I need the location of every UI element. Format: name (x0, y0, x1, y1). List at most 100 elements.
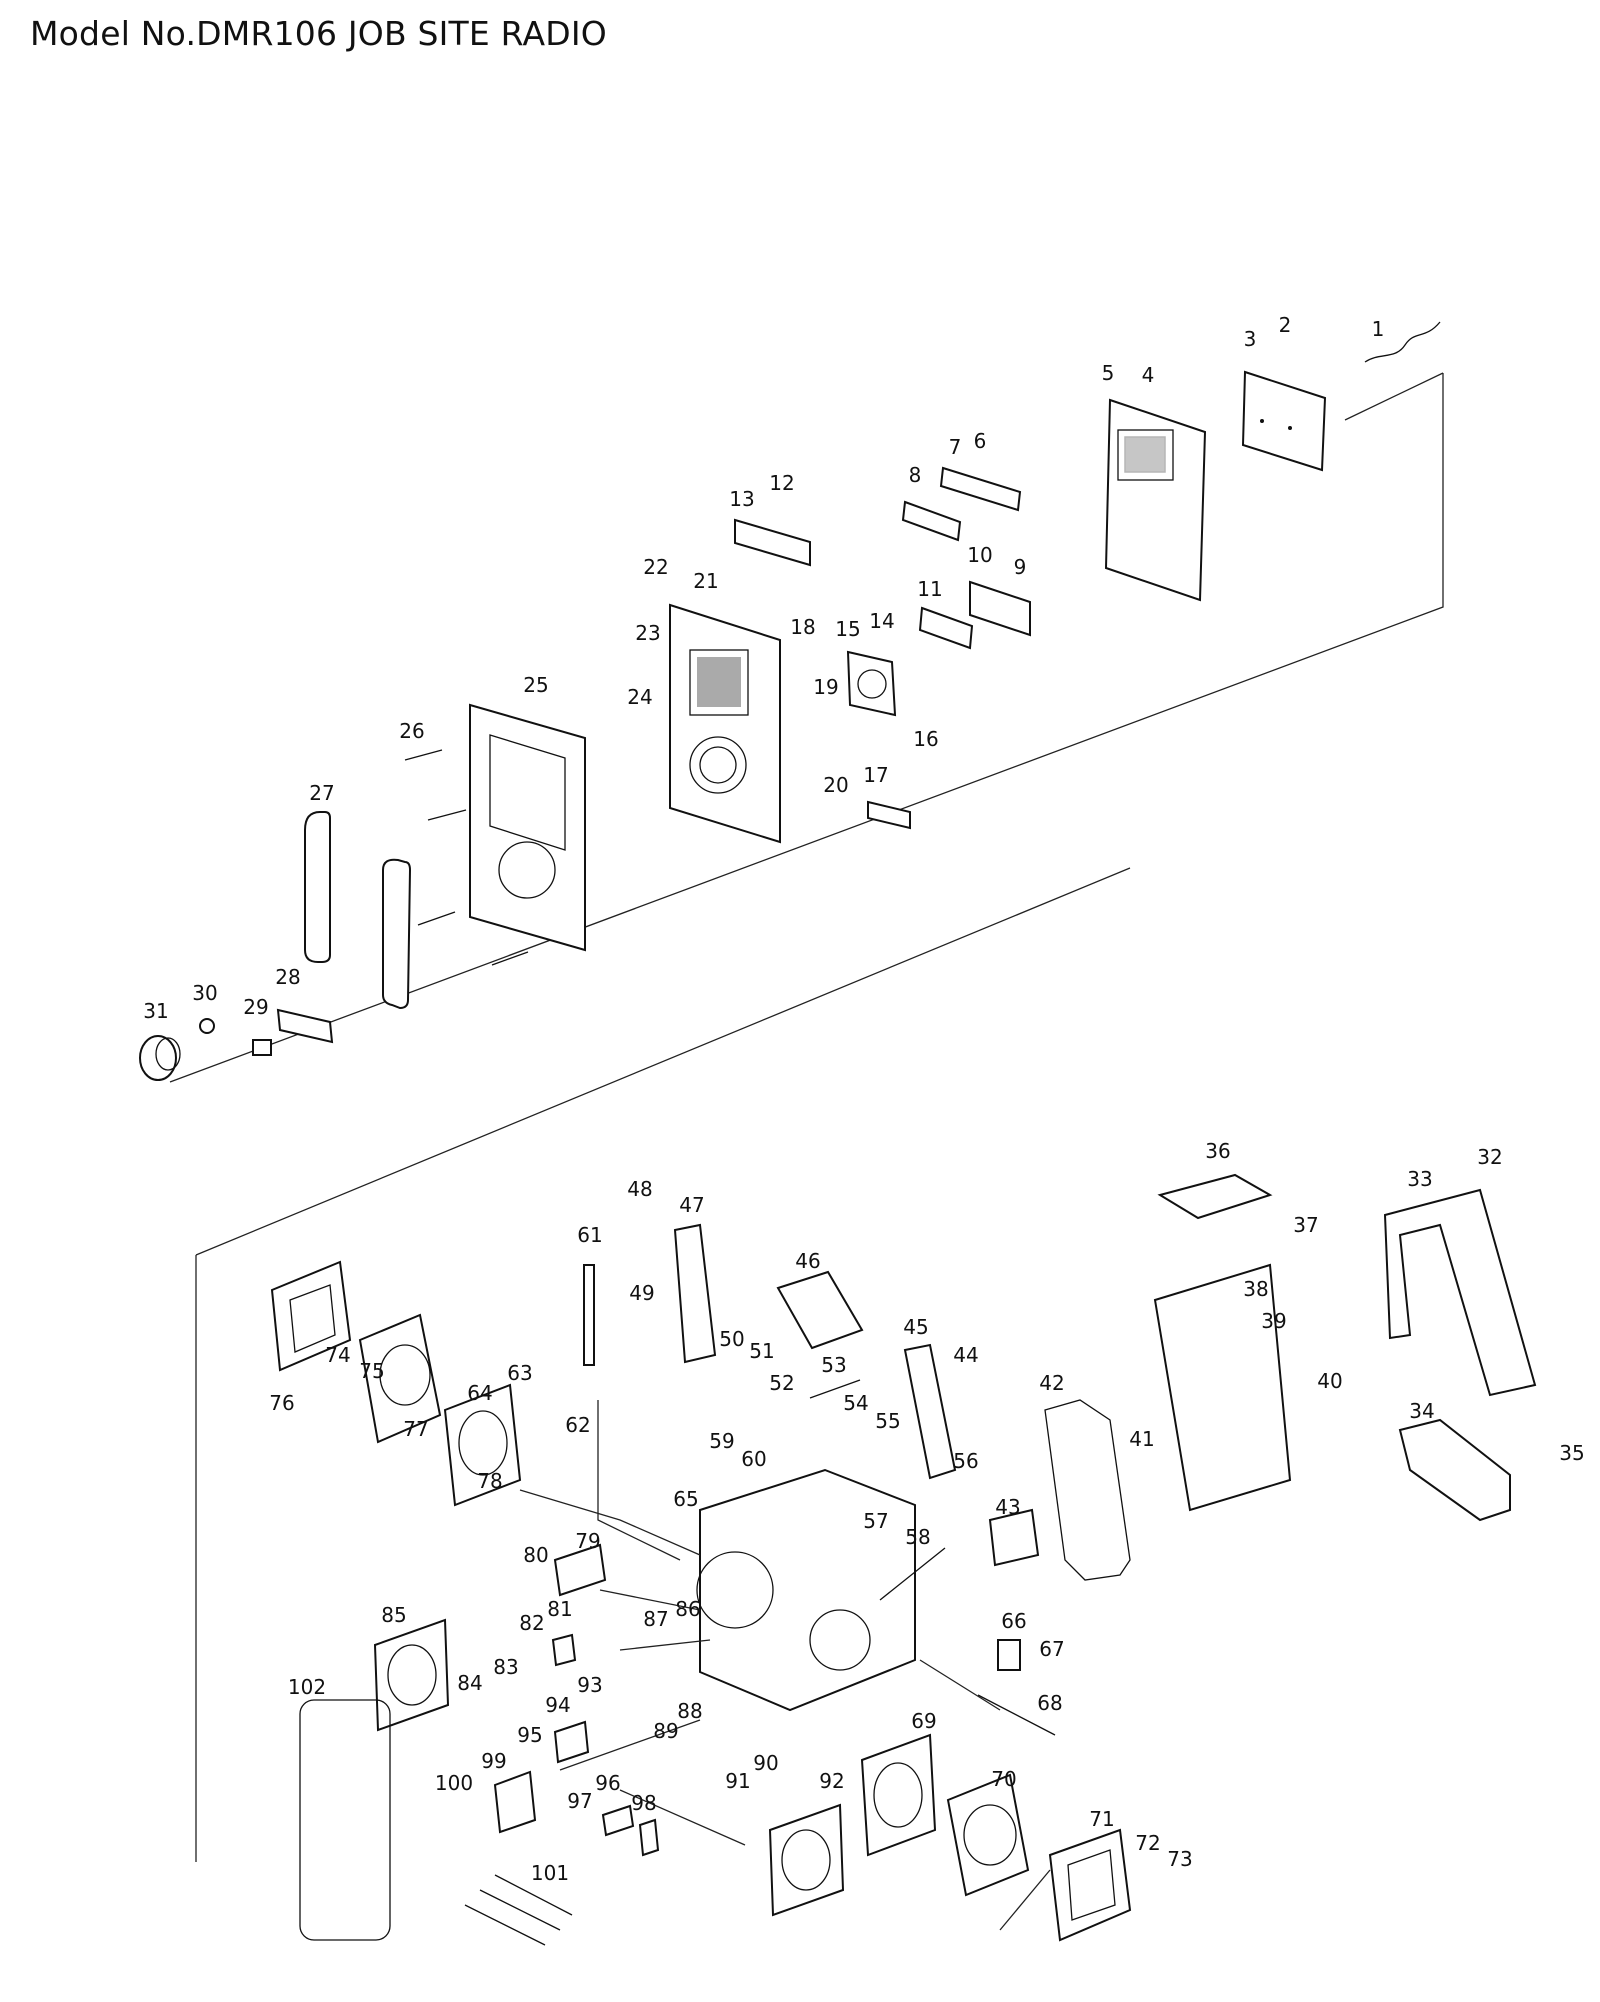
part-label-21: 21 (693, 569, 718, 593)
part-label-72: 72 (1135, 1831, 1160, 1855)
o-ring (199, 1018, 215, 1034)
speaker-frame-left (270, 1260, 352, 1372)
part-label-86: 86 (675, 1597, 700, 1621)
speaker-grille-right (768, 1803, 845, 1917)
main-pcb (1104, 398, 1207, 602)
part-label-10: 10 (967, 543, 992, 567)
part-label-26: 26 (399, 719, 424, 743)
rear-handle-lower (1398, 1418, 1511, 1522)
part-label-32: 32 (1477, 1145, 1502, 1169)
part-label-81: 81 (547, 1597, 572, 1621)
lower-assembly-frame (195, 867, 1131, 1862)
display-bracket (734, 518, 811, 567)
rear-housing (1153, 1263, 1292, 1512)
antenna-rod (583, 1264, 595, 1366)
part-label-4: 4 (1142, 363, 1155, 387)
terminal-block (997, 1639, 1021, 1671)
part-label-37: 37 (1293, 1213, 1318, 1237)
part-label-59: 59 (709, 1429, 734, 1453)
part-label-33: 33 (1407, 1167, 1432, 1191)
part-label-84: 84 (457, 1671, 482, 1695)
knob (139, 1035, 181, 1081)
grip-cylinder (776, 1270, 864, 1350)
part-label-11: 11 (917, 577, 942, 601)
part-label-66: 66 (1001, 1609, 1026, 1633)
part-label-51: 51 (749, 1339, 774, 1363)
part-label-7: 7 (949, 435, 962, 459)
part-label-96: 96 (595, 1771, 620, 1795)
part-label-36: 36 (1205, 1139, 1230, 1163)
part-label-77: 77 (403, 1417, 428, 1441)
part-label-18: 18 (790, 615, 815, 639)
cable-ties (464, 1874, 573, 1946)
part-label-95: 95 (517, 1723, 542, 1747)
latch (276, 1008, 334, 1044)
part-label-16: 16 (913, 727, 938, 751)
part-label-100: 100 (435, 1771, 473, 1795)
part-label-22: 22 (643, 555, 668, 579)
part-label-89: 89 (653, 1719, 678, 1743)
part-label-52: 52 (769, 1371, 794, 1395)
speaker-right (946, 1773, 1030, 1897)
part-label-2: 2 (1279, 313, 1292, 337)
front-bumper-frame (469, 703, 586, 952)
part-label-74: 74 (325, 1343, 350, 1367)
part-label-27: 27 (309, 781, 334, 805)
part-label-45: 45 (903, 1315, 928, 1339)
carry-handle-left (304, 811, 331, 963)
front-panel (669, 603, 781, 844)
part-label-91: 91 (725, 1769, 750, 1793)
part-label-90: 90 (753, 1751, 778, 1775)
part-label-30: 30 (192, 981, 217, 1005)
part-label-57: 57 (863, 1509, 888, 1533)
pcb-small (988, 1508, 1040, 1567)
part-label-101: 101 (531, 1861, 569, 1885)
speaker-plate-small (846, 650, 897, 717)
part-label-67: 67 (1039, 1637, 1064, 1661)
seal-gasket-large (1044, 1399, 1131, 1581)
part-label-99: 99 (481, 1749, 506, 1773)
part-labels: 1 2 3 4 5 6 7 8 9 10 11 12 13 14 15 16 1… (143, 313, 1584, 1885)
part-label-31: 31 (143, 999, 168, 1023)
aux-cover (867, 800, 911, 830)
part-label-40: 40 (1317, 1369, 1342, 1393)
part-label-50: 50 (719, 1327, 744, 1351)
part-label-70: 70 (991, 1767, 1016, 1791)
part-label-41: 41 (1129, 1427, 1154, 1451)
long-screws (809, 1379, 1056, 1736)
part-label-14: 14 (869, 609, 894, 633)
part-label-12: 12 (769, 471, 794, 495)
part-label-80: 80 (523, 1543, 548, 1567)
part-label-78: 78 (477, 1469, 502, 1493)
battery-cover (1157, 1173, 1273, 1220)
part-label-48: 48 (627, 1177, 652, 1201)
part-label-34: 34 (1409, 1399, 1434, 1423)
part-label-61: 61 (577, 1223, 602, 1247)
gasket-left (443, 1383, 522, 1507)
cover-plate (1241, 370, 1327, 472)
switch-pcb-assemblies (493, 1543, 660, 1857)
part-label-23: 23 (635, 621, 660, 645)
part-label-9: 9 (1014, 555, 1027, 579)
gasket-right (860, 1733, 937, 1857)
part-label-20: 20 (823, 773, 848, 797)
speaker-left (358, 1313, 442, 1444)
part-label-49: 49 (629, 1281, 654, 1305)
part-label-102: 102 (288, 1675, 326, 1699)
switch-board-lower (969, 580, 1031, 637)
handle-bar-front (903, 1343, 957, 1480)
part-label-24: 24 (627, 685, 652, 709)
part-label-46: 46 (795, 1249, 820, 1273)
rear-handle-upper (1383, 1188, 1537, 1397)
antenna-wire (1364, 321, 1441, 363)
part-label-69: 69 (911, 1709, 936, 1733)
part-label-1: 1 (1372, 317, 1385, 341)
button-rubber-lower (918, 606, 974, 650)
handle-bar-rear (673, 1223, 717, 1364)
leader-lines-lower (519, 1400, 1051, 1931)
part-label-39: 39 (1261, 1309, 1286, 1333)
speaker-frame-right (1048, 1828, 1132, 1942)
part-label-85: 85 (381, 1603, 406, 1627)
part-label-19: 19 (813, 675, 838, 699)
